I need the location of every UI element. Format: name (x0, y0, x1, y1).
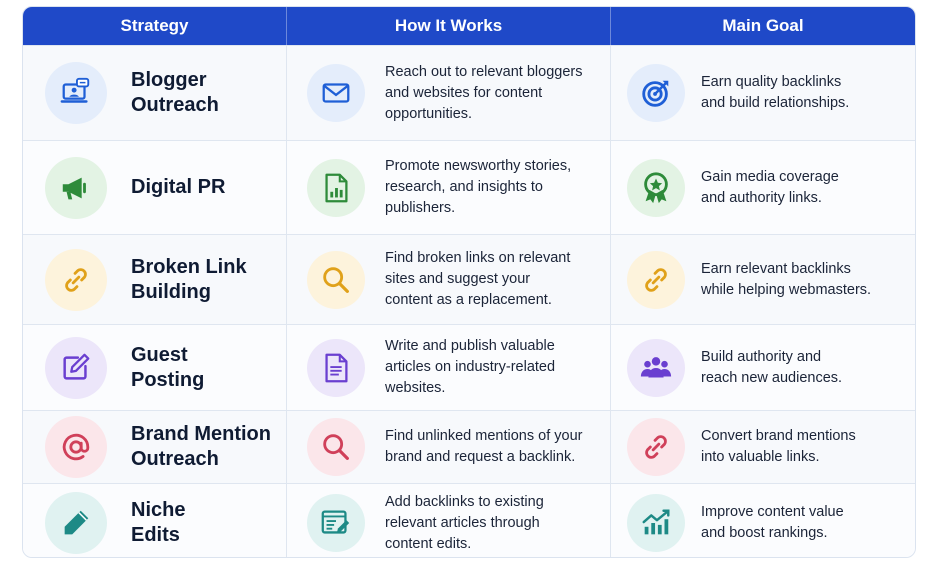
strategy-cell: Brand Mention Outreach (23, 411, 286, 483)
strategy-name: Blogger Outreach (131, 69, 219, 116)
how-it-works-cell: Find unlinked mentions of your brand and… (286, 411, 610, 483)
how-it-works-cell: Write and publish valuable articles on i… (286, 325, 610, 410)
main-goal-text: Build authority and reach new audiences. (701, 348, 843, 386)
column-header-strategy: Strategy (120, 16, 189, 35)
people-group-icon (627, 338, 685, 397)
strategy-cell: Guest Posting (23, 325, 286, 410)
how-it-works-text: Reach out to relevant bloggers and websi… (385, 63, 583, 122)
main-goal-cell: Convert brand mentions into valuable lin… (610, 411, 915, 483)
strategy-name: Broken Link Building (131, 255, 247, 303)
main-goal-text: Improve content value and boost rankings… (701, 504, 844, 541)
megaphone-icon (45, 156, 107, 219)
laptop-chat-icon (45, 62, 107, 124)
magnifier-icon (307, 418, 365, 476)
link-icon (627, 418, 685, 476)
strategy-name: Brand Mention Outreach (131, 423, 271, 470)
strategy-name: Guest Posting (131, 343, 205, 391)
strategy-cell: Broken Link Building (23, 235, 286, 324)
strategy-cell: Blogger Outreach (23, 46, 286, 140)
edit-square-icon (45, 336, 107, 399)
how-it-works-text: Write and publish valuable articles on i… (385, 338, 556, 396)
how-it-works-cell: Reach out to relevant bloggers and websi… (286, 46, 610, 140)
magnifier-icon (307, 250, 365, 309)
main-goal-cell: Improve content value and boost rankings… (610, 484, 915, 557)
main-goal-cell: Build authority and reach new audiences. (610, 325, 915, 410)
document-chart-icon (307, 158, 365, 217)
main-goal-cell: Earn relevant backlinks while helping we… (610, 235, 915, 324)
main-goal-text: Earn relevant backlinks while helping we… (701, 260, 872, 298)
how-it-works-text: Find broken links on relevant sites and … (385, 250, 571, 308)
link-icon (45, 248, 107, 311)
how-it-works-text: Add backlinks to existing relevant artic… (385, 493, 544, 552)
how-it-works-cell: Find broken links on relevant sites and … (286, 235, 610, 324)
how-it-works-text: Find unlinked mentions of your brand and… (385, 428, 583, 465)
main-goal-text: Convert brand mentions into valuable lin… (701, 428, 856, 465)
growth-chart-icon (627, 494, 685, 552)
pencil-icon (45, 492, 107, 554)
browser-edit-icon (307, 494, 365, 552)
column-header-how-it-works: How It Works (286, 7, 610, 45)
table-row: Guest Posting Write and publish valuable … (23, 324, 915, 410)
how-it-works-cell: Add backlinks to existing relevant artic… (286, 484, 610, 557)
table-header: Strategy How It Works Main Goal (23, 7, 915, 45)
envelope-icon (307, 64, 365, 122)
target-icon (627, 64, 685, 122)
table-row: Niche Edits Add backlinks to existing rel… (23, 483, 915, 557)
how-it-works-text: Promote newsworthy stories, research, an… (385, 158, 572, 216)
main-goal-cell: Gain media coverage and authority links. (610, 141, 915, 234)
strategy-name: Digital PR (131, 176, 226, 198)
main-goal-text: Gain media coverage and authority links. (701, 168, 839, 206)
strategy-cell: Digital PR (23, 141, 286, 234)
table-row: Blogger Outreach Reach out to relevant bl… (23, 45, 915, 140)
table-row: Brand Mention Outreach Find unlinked ment… (23, 410, 915, 483)
award-badge-icon (627, 158, 685, 217)
strategy-name: Niche Edits (131, 499, 186, 546)
document-lines-icon (307, 338, 365, 397)
strategy-table: Strategy How It Works Main Goal Blogger … (22, 6, 916, 558)
strategy-cell: Niche Edits (23, 484, 286, 557)
table-row: Digital PR Promote newsworthy stories, re… (23, 140, 915, 234)
table-row: Broken Link Building Find broken links on… (23, 234, 915, 324)
column-header-main-goal: Main Goal (610, 7, 915, 45)
main-goal-text: Earn quality backlinks and build relatio… (701, 74, 850, 111)
how-it-works-cell: Promote newsworthy stories, research, an… (286, 141, 610, 234)
table-body: Blogger Outreach Reach out to relevant bl… (23, 45, 915, 557)
at-sign-icon (45, 416, 107, 478)
link-icon (627, 250, 685, 309)
main-goal-cell: Earn quality backlinks and build relatio… (610, 46, 915, 140)
